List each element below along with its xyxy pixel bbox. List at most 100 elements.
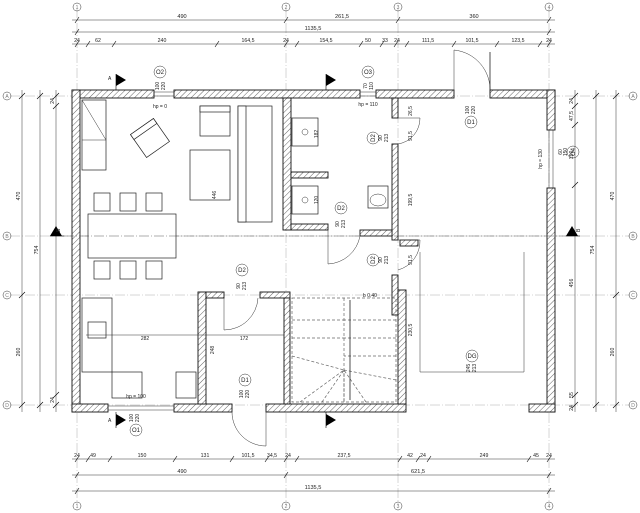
tag-o3-top: O3 70 110 xyxy=(361,65,375,90)
svg-text:110: 110 xyxy=(369,82,375,90)
dimension-bottom: 24 49 150 131 101,5 34,5 24 237,5 42 24 … xyxy=(72,453,555,495)
svg-text:24: 24 xyxy=(546,38,552,44)
svg-text:282: 282 xyxy=(141,336,150,342)
axis-bubbles-bottom: 1 2 3 4 xyxy=(72,501,554,511)
tag-d2-hall: D2 90 213 xyxy=(235,263,249,290)
svg-text:91,5: 91,5 xyxy=(408,131,414,141)
svg-text:34,5: 34,5 xyxy=(267,453,277,459)
svg-text:100: 100 xyxy=(129,414,135,423)
svg-text:24: 24 xyxy=(569,98,575,104)
svg-text:1: 1 xyxy=(76,504,79,510)
svg-text:A: A xyxy=(108,418,112,424)
svg-text:213: 213 xyxy=(384,256,390,265)
svg-text:100: 100 xyxy=(239,390,245,399)
svg-text:45: 45 xyxy=(533,453,539,459)
svg-text:2: 2 xyxy=(285,504,288,510)
svg-text:24: 24 xyxy=(74,38,80,44)
svg-text:100: 100 xyxy=(155,82,161,91)
tag-d2-stair: D2 90 213 xyxy=(366,253,390,267)
svg-text:490: 490 xyxy=(177,14,186,20)
dimension-top: 490 261,5 360 1135,5 24 62 240 164,5 24 … xyxy=(72,14,555,48)
svg-text:70: 70 xyxy=(363,83,369,89)
svg-text:261,5: 261,5 xyxy=(335,14,349,20)
tag-d1-bottom: D1 100 220 xyxy=(238,373,252,399)
svg-text:131: 131 xyxy=(201,453,210,459)
svg-text:260: 260 xyxy=(610,348,616,357)
dimension-left: 470 260 754 24 24 xyxy=(16,90,60,412)
svg-text:D: D xyxy=(631,403,635,409)
svg-text:O1: O1 xyxy=(132,428,141,434)
svg-text:B: B xyxy=(576,228,582,232)
section-markers: A A B B xyxy=(50,74,582,428)
svg-text:123,5: 123,5 xyxy=(512,38,525,44)
tag-d2-wc: D2 90 213 xyxy=(366,131,390,145)
svg-text:470: 470 xyxy=(16,192,22,201)
coffee-table xyxy=(189,149,231,201)
sofa xyxy=(237,105,273,223)
svg-text:150: 150 xyxy=(563,148,569,157)
kitchen-cabinets-top xyxy=(81,99,107,171)
svg-text:621,5: 621,5 xyxy=(411,469,425,475)
svg-text:154,5: 154,5 xyxy=(320,38,333,44)
tag-o1-bottom: O1 100 220 xyxy=(129,414,143,437)
svg-text:D2: D2 xyxy=(337,206,345,212)
tag-o4-right: O4 60 150 xyxy=(558,145,580,159)
svg-text:150: 150 xyxy=(569,151,575,160)
staircase xyxy=(291,297,397,403)
svg-text:220: 220 xyxy=(135,414,141,423)
svg-text:2: 2 xyxy=(285,5,288,11)
svg-text:3: 3 xyxy=(397,5,400,11)
svg-text:D: D xyxy=(5,403,9,409)
svg-text:91,5: 91,5 xyxy=(408,255,414,265)
tag-dg-garage: DG 245 213 xyxy=(465,349,479,372)
svg-text:D1: D1 xyxy=(467,120,475,126)
interior-walls xyxy=(197,97,419,405)
svg-text:456: 456 xyxy=(569,279,575,288)
svg-text:hp = 130: hp = 130 xyxy=(538,149,544,169)
svg-text:240: 240 xyxy=(158,38,167,44)
tag-d1-top: D1 100 220 xyxy=(464,106,478,129)
svg-text:754: 754 xyxy=(590,246,596,255)
svg-text:hp = 110: hp = 110 xyxy=(358,102,377,108)
svg-text:24: 24 xyxy=(546,453,552,459)
svg-text:42: 42 xyxy=(407,453,413,459)
armchair-rotated xyxy=(130,118,170,158)
svg-text:O4: O4 xyxy=(571,147,577,156)
svg-text:24: 24 xyxy=(569,405,575,411)
windows xyxy=(108,91,554,411)
svg-text:101,5: 101,5 xyxy=(466,38,479,44)
svg-text:50: 50 xyxy=(365,38,371,44)
svg-text:A: A xyxy=(5,94,9,100)
svg-text:3: 3 xyxy=(397,504,400,510)
svg-text:446: 446 xyxy=(212,191,218,200)
svg-text:470: 470 xyxy=(610,192,616,201)
svg-text:24: 24 xyxy=(50,98,56,104)
svg-text:90: 90 xyxy=(236,283,242,289)
svg-text:360: 360 xyxy=(469,14,478,20)
axis-bubbles-right: A B C D xyxy=(628,91,638,410)
svg-text:60: 60 xyxy=(558,149,564,155)
svg-text:A: A xyxy=(631,94,635,100)
svg-text:55: 55 xyxy=(569,392,575,398)
svg-text:B: B xyxy=(56,228,62,232)
svg-text:248: 248 xyxy=(210,346,216,355)
svg-text:D2: D2 xyxy=(371,134,377,142)
svg-text:47,5: 47,5 xyxy=(569,111,575,121)
svg-text:1135,5: 1135,5 xyxy=(305,26,322,32)
svg-text:101,5: 101,5 xyxy=(242,453,255,459)
svg-text:199,5: 199,5 xyxy=(408,194,414,207)
door-swings xyxy=(223,49,525,447)
svg-text:230,5: 230,5 xyxy=(408,324,414,337)
svg-text:DG: DG xyxy=(468,354,477,360)
svg-text:24: 24 xyxy=(283,38,289,44)
interior-dimension-labels: 446 120 182 91,5 199,5 91,5 230,5 282 17… xyxy=(86,106,414,354)
svg-text:1135,5: 1135,5 xyxy=(305,485,322,491)
svg-text:220: 220 xyxy=(161,82,167,91)
svg-text:D2: D2 xyxy=(238,268,246,274)
svg-text:213: 213 xyxy=(384,134,390,143)
svg-text:26,5: 26,5 xyxy=(408,106,414,116)
svg-text:24: 24 xyxy=(285,453,291,459)
svg-text:260: 260 xyxy=(16,348,22,357)
sill-height-labels: hp = 0 hp = 110 hp = 130 hp = 100 xyxy=(126,102,544,400)
